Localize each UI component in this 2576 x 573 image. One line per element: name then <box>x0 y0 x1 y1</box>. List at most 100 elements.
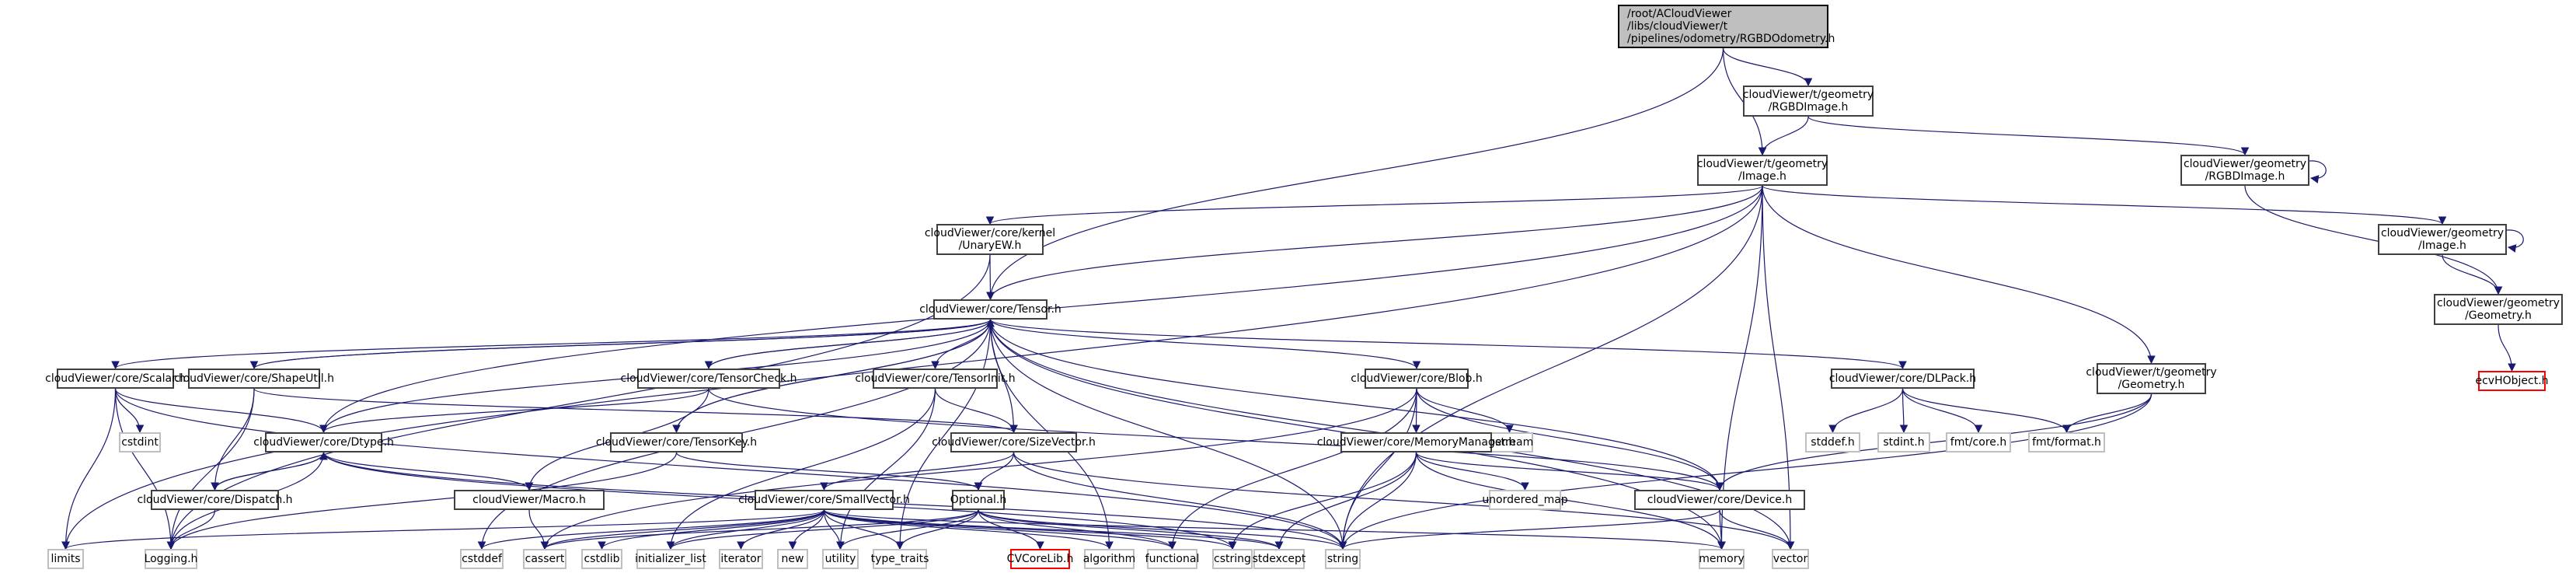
node-t-image[interactable]: cloudViewer/t/geometry /Image.h <box>1697 155 1828 186</box>
edge-optional-to-string <box>978 509 1347 550</box>
node-limits: limits <box>47 549 84 569</box>
edge-t_geometry-to-string <box>1338 393 2152 550</box>
edge-memorymanager-to-memory <box>1415 452 1726 550</box>
edge-device-to-memory <box>1717 509 1726 550</box>
edge-smallvector-to-memory <box>823 509 1726 550</box>
edge-tensor-to-dlpack <box>989 319 1907 370</box>
edge-smallvector-to-stdexcept <box>823 509 1284 550</box>
node-root[interactable]: /root/ACloudViewer /libs/cloudViewer/t /… <box>1618 5 1835 48</box>
node-vector: vector <box>1772 549 1809 569</box>
node-tensorkey[interactable]: cloudViewer/core/TensorKey.h <box>596 432 757 452</box>
edge-t_image-to-limits <box>61 185 1763 550</box>
edge-scalar-to-dtype <box>114 388 328 434</box>
node-iostream: iostream <box>1486 432 1533 452</box>
edge-macro-to-cassert <box>528 509 549 550</box>
node-cstring: cstring <box>1212 549 1253 569</box>
node-optional[interactable]: Optional.h <box>950 490 1006 510</box>
edge-sizevector-to-smallvector <box>820 452 1015 491</box>
node-tensorinit[interactable]: cloudViewer/core/TensorInit.h <box>855 369 1016 389</box>
edge-optional-to-cvcorelib <box>978 509 1044 550</box>
node-unordered-map: unordered_map <box>1482 490 1568 510</box>
edge-tensorinit-to-utility <box>836 388 936 550</box>
edge-memorymanager-to-cstring <box>1228 452 1417 550</box>
node-ecvhobject[interactable]: ecvHObject.h <box>2475 371 2549 391</box>
node-tensor[interactable]: cloudViewer/core/Tensor.h <box>919 299 1061 320</box>
node-dispatch[interactable]: cloudViewer/core/Dispatch.h <box>137 490 293 510</box>
edge-sizevector-to-optional <box>974 452 1015 491</box>
edge-smallvector-to-functional <box>823 509 1176 550</box>
node-scalar[interactable]: cloudViewer/core/Scalar.h <box>45 369 186 389</box>
edge-g_geometry-to-ecvhobject <box>2498 324 2516 372</box>
node-iterator: iterator <box>719 549 763 569</box>
edge-dispatch-to-dtype <box>214 451 328 491</box>
edge-optional-to-cassert <box>540 509 979 550</box>
node-functional: functional <box>1145 549 1199 569</box>
edge-t_image-to-vector <box>1762 185 1795 550</box>
edge-memorymanager-to-device <box>1415 452 1724 491</box>
node-stdint-h: stdint.h <box>1877 432 1930 452</box>
edge-tensor-to-device <box>989 319 1724 491</box>
node-stdexcept: stdexcept <box>1253 549 1305 569</box>
edge-tensorinit-to-sizevector <box>934 388 1018 434</box>
edge-smallvector-to-new <box>788 509 825 550</box>
node-cvcorelib[interactable]: CVCoreLib.h <box>1007 549 1073 569</box>
edge-blob-to-iostream <box>1416 388 1514 434</box>
edge-device-to-vector <box>1719 509 1795 550</box>
edge-tensorcheck-to-device <box>708 388 1724 491</box>
edge-unaryew-to-tensor <box>986 254 995 301</box>
edge-smallvector-to-initializer_list <box>666 509 825 550</box>
edge-optional-to-initializer_list <box>666 509 979 550</box>
edge-tensor-to-string <box>989 319 1347 550</box>
node-g-geometry[interactable]: cloudViewer/geometry /Geometry.h <box>2434 294 2563 325</box>
node-g-rgbdimage[interactable]: cloudViewer/geometry /RGBDImage.h <box>2180 155 2309 186</box>
node-sizevector[interactable]: cloudViewer/core/SizeVector.h <box>932 432 1096 452</box>
node-cstdlib: cstdlib <box>581 549 622 569</box>
edge-scalar-to-logging <box>114 388 176 550</box>
node-g-image[interactable]: cloudViewer/geometry /Image.h <box>2378 224 2507 255</box>
edge-device-to-string <box>1338 509 1720 550</box>
node-fmt-format: fmt/format.h <box>2028 432 2105 452</box>
edge-tensorcheck-to-dtype <box>319 388 709 434</box>
node-dtype[interactable]: cloudViewer/core/Dtype.h <box>253 432 394 452</box>
edge-t_image-to-g_image <box>1762 185 2447 225</box>
node-fmt-core: fmt/core.h <box>1946 432 2011 452</box>
edge-tensorkey-to-tensor <box>675 318 995 433</box>
node-utility: utility <box>822 549 859 569</box>
edge-tensor-to-scalar <box>111 319 992 370</box>
edge-root-to-t_image <box>1722 47 1767 156</box>
edge-t_rgbdimage-to-g_rgbdimage <box>1807 116 2250 156</box>
node-t-geometry[interactable]: cloudViewer/t/geometry /Geometry.h <box>2086 363 2217 394</box>
node-string: string <box>1325 549 1361 569</box>
node-device[interactable]: cloudViewer/core/Device.h <box>1634 490 1805 510</box>
edge-tensor-to-blob <box>989 319 1421 370</box>
node-memorymanager[interactable]: cloudViewer/core/MemoryManager.h <box>1317 432 1515 452</box>
node-macro[interactable]: cloudViewer/Macro.h <box>454 490 605 510</box>
edge-blob-to-cassert <box>540 388 1417 550</box>
edge-smallvector-to-iterator <box>737 509 825 550</box>
node-tensorcheck[interactable]: cloudViewer/core/TensorCheck.h <box>621 369 797 389</box>
edge-smallvector-to-algorithm <box>823 509 1114 550</box>
edge-optional-to-type_traits <box>895 509 979 550</box>
edge-dlpack-to-stdint_h <box>1899 388 1908 434</box>
edge-g_rgbdimage-to-g_rgbdimage <box>2309 160 2327 183</box>
edge-memorymanager-to-string <box>1338 452 1417 550</box>
node-unaryew[interactable]: cloudViewer/core/kernel /UnaryEW.h <box>925 224 1055 255</box>
edge-tensorkey-to-logging <box>166 452 678 550</box>
node-initializer-list: initializer_list <box>635 549 706 569</box>
edge-dispatch-to-logging <box>166 509 216 550</box>
node-dlpack[interactable]: cloudViewer/core/DLPack.h <box>1829 369 1976 389</box>
node-t-rgbdimage[interactable]: cloudViewer/t/geometry /RGBDImage.h <box>1743 86 1874 117</box>
node-memory: memory <box>1699 549 1745 569</box>
edge-g_image-to-g_image <box>2506 229 2524 253</box>
node-algorithm: algorithm <box>1083 549 1135 569</box>
edge-smallvector-to-cassert <box>540 509 825 550</box>
node-cstdint: cstdint <box>119 432 161 452</box>
node-smallvector[interactable]: cloudViewer/core/SmallVector.h <box>738 490 910 510</box>
node-blob[interactable]: cloudViewer/core/Blob.h <box>1351 369 1483 389</box>
edge-shapeutil-to-sizevector <box>253 388 1018 434</box>
edge-blob-to-device <box>1416 388 1724 491</box>
node-shapeutil[interactable]: cloudViewer/core/ShapeUtil.h <box>174 369 334 389</box>
node-cassert: cassert <box>523 549 566 569</box>
edge-g_image-to-g_geometry <box>2442 254 2503 295</box>
